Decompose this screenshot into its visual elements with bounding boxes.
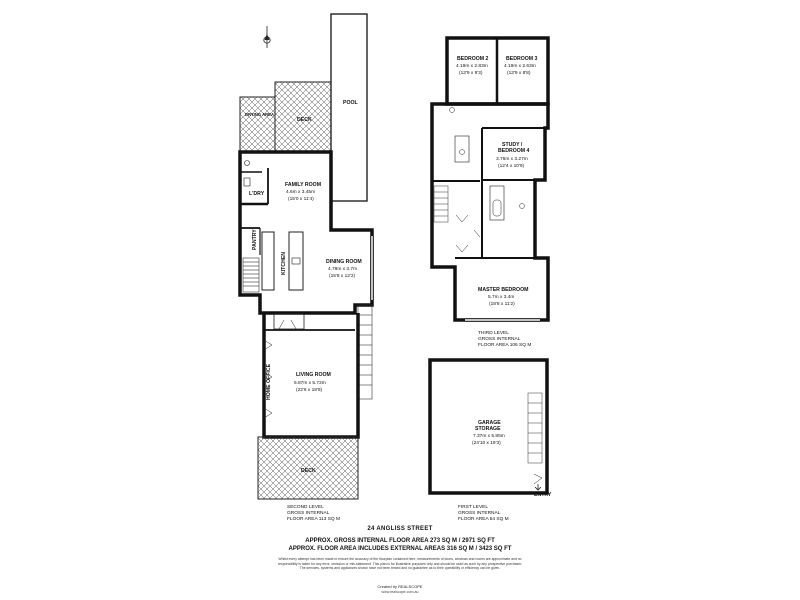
master-bedroom-metric: 5.7m x 3.4m <box>488 294 514 300</box>
bedroom-2-metric: 4.19m x 2.83m <box>456 63 488 69</box>
first-level-gross: GROSS INTERNAL <box>458 510 501 516</box>
second-level-title: SECOND LEVEL <box>287 504 324 510</box>
pool-label: POOL <box>343 100 359 106</box>
third-level-gross: GROSS INTERNAL <box>478 336 521 342</box>
external-area: APPROX. FLOOR AREA INCLUDES EXTERNAL ARE… <box>288 546 512 552</box>
ldry-label: L'DRY <box>249 191 265 197</box>
bedroom-3-metric: 4.19m x 2.63m <box>504 63 536 69</box>
kitchen-label: KITCHEN <box>281 252 287 275</box>
second-level-area: FLOOR AREA 113 SQ M <box>287 516 340 522</box>
garage-metric: 7.37m x 5.85m <box>473 433 505 439</box>
north-arrow-icon <box>263 26 271 48</box>
dining-room-label: DINING ROOM <box>326 259 362 265</box>
study-metric: 3.76m x 3.27m <box>496 156 528 162</box>
bedroom-3-imperial: (13'9 x 8'8) <box>507 70 531 76</box>
entry-label: ENTRY <box>534 492 552 498</box>
bedroom-3-label: BEDROOM 3 <box>506 56 538 62</box>
bedroom-2-label: BEDROOM 2 <box>457 56 489 62</box>
bedroom-4-label: BEDROOM 4 <box>498 148 530 154</box>
storage-label: STORAGE <box>475 426 501 432</box>
drying-area-label: DRYING AREA <box>245 112 274 117</box>
credit-website: www.realscope.com.au <box>381 590 419 594</box>
deck-top-label: DECK <box>297 117 312 123</box>
living-room-metric: 6.87m x 5.72m <box>294 380 326 386</box>
drying-area <box>239 96 276 153</box>
garage-label: GARAGE <box>478 420 501 426</box>
study-label: STUDY / <box>502 142 523 148</box>
pool-area <box>330 13 368 202</box>
second-level-walls <box>238 150 374 315</box>
deck-bottom-label: DECK <box>301 468 316 474</box>
study-imperial: (12'4 x 10'9) <box>498 163 524 169</box>
family-room-label: FAMILY ROOM <box>285 182 321 188</box>
garage-imperial: (24'10 x 19'3) <box>472 440 501 446</box>
deck-bottom-area <box>257 436 359 500</box>
dining-room-imperial: (15'8 x 12'2) <box>329 273 355 279</box>
third-level-plan <box>430 36 550 322</box>
gross-internal-area: APPROX. GROSS INTERNAL FLOOR AREA 273 SQ… <box>305 538 495 544</box>
second-level-gross: GROSS INTERNAL <box>287 510 330 516</box>
living-room-label: LIVING ROOM <box>296 372 331 378</box>
family-room-metric: 4.6m x 3.45m <box>286 189 315 195</box>
third-level-area: FLOOR AREA 106 SQ M <box>478 342 531 348</box>
pantry-label: PANTRY <box>252 229 258 250</box>
master-bedroom-imperial: (18'8 x 11'2) <box>489 301 515 307</box>
first-level-area: FLOOR AREA 54 SQ M <box>458 516 509 522</box>
dining-room-metric: 4.78m x 3.7m <box>328 266 357 272</box>
living-room-imperial: (22'6 x 18'9) <box>296 387 322 393</box>
home-office-label: HOME OFFICE <box>266 363 272 400</box>
disclaimer-text: Whilst every attempt has been made to en… <box>278 557 522 571</box>
second-level-plan <box>238 13 374 500</box>
master-bedroom-label: MASTER BEDROOM <box>478 287 528 293</box>
first-level-plan <box>428 358 549 495</box>
family-room-imperial: (15'0 x 11'4) <box>288 196 314 202</box>
bedroom-2-imperial: (13'9 x 9'3) <box>459 70 483 76</box>
credit-text: Created by REALSCOPE <box>377 584 423 589</box>
property-address: 24 ANGLISS STREET <box>367 526 433 532</box>
third-level-title: THIRD LEVEL <box>478 330 509 336</box>
first-level-title: FIRST LEVEL <box>458 504 488 510</box>
